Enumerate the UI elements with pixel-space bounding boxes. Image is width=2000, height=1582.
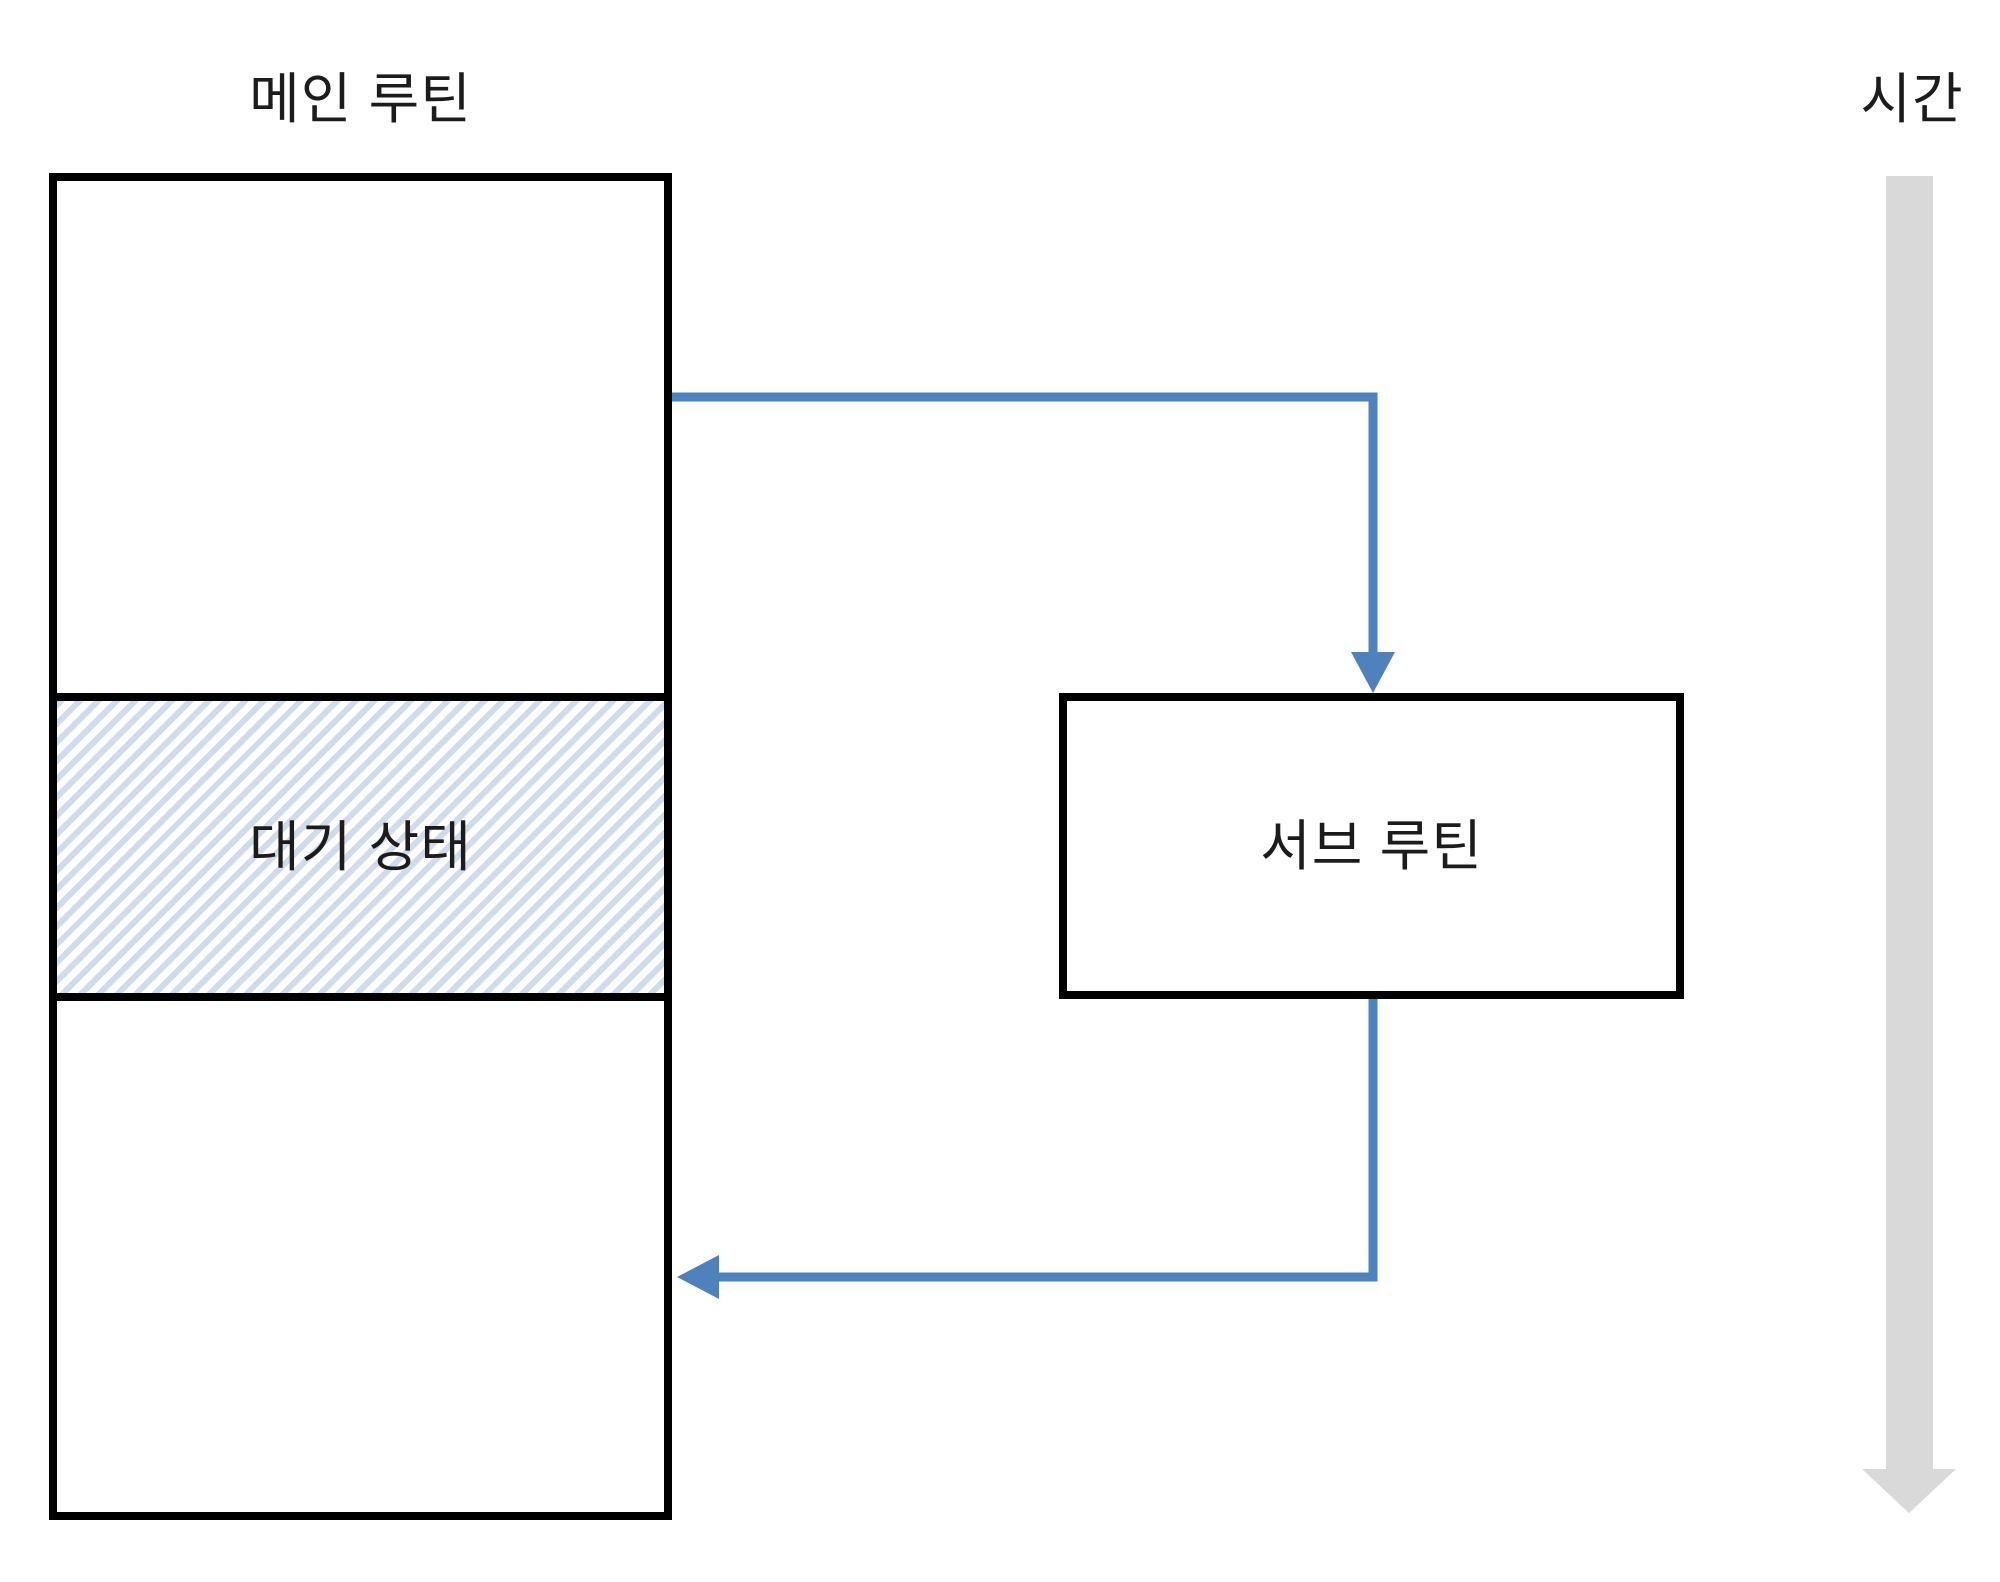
time-arrow-down-icon	[1862, 176, 1956, 1513]
wait-state-band: 대기 상태	[57, 693, 664, 1001]
call-arrow-head	[1351, 652, 1395, 693]
subroutine-box: 서브 루틴	[1059, 693, 1684, 999]
return-arrow-left-icon	[677, 999, 1378, 1299]
time-arrow-head	[1862, 1469, 1956, 1513]
call-arrow-line	[672, 392, 1378, 655]
main-routine-title: 메인 루틴	[249, 68, 472, 130]
call-arrow-down-icon	[672, 392, 1395, 693]
return-arrow-line	[716, 999, 1378, 1282]
subroutine-label: 서브 루틴	[1260, 814, 1483, 877]
wait-state-label: 대기 상태	[249, 815, 472, 878]
return-arrow-head	[677, 1255, 719, 1299]
time-arrow-shaft	[1886, 176, 1933, 1471]
time-axis-title: 시간	[1860, 68, 1964, 130]
